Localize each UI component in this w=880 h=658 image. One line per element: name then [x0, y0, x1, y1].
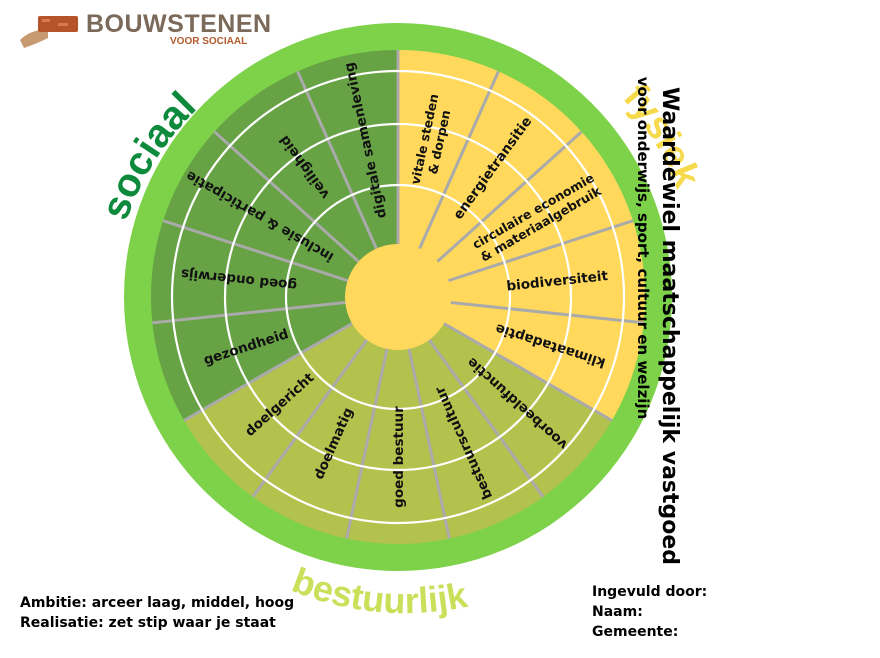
segment-divider	[443, 322, 613, 422]
segment-label-fysiek: vitale steden& dorpen	[408, 92, 457, 188]
form-fields: Ingevuld door: Naam: Gemeente:	[592, 582, 707, 642]
segment-divider	[213, 130, 360, 263]
ambitie-instruction: Ambitie: arceer laag, middel, hoog	[20, 595, 295, 611]
level-ring	[284, 183, 512, 411]
segment-divider	[436, 130, 583, 263]
segment-divider	[345, 348, 389, 539]
sector-fysiek	[398, 50, 645, 421]
logo-title: BOUWSTENEN	[86, 10, 272, 38]
segment-divider	[251, 338, 369, 498]
level-ring	[170, 69, 626, 525]
segment-divider	[407, 348, 451, 539]
ingevuld-door-label: Ingevuld door:	[592, 584, 708, 600]
logo: BOUWSTENEN VOOR SOCIAAL	[18, 8, 271, 52]
logo-subtitle: VOOR SOCIAAL	[170, 36, 248, 47]
level-rings	[170, 69, 626, 525]
realisatie-instruction: Realisatie: zet stip waar je staat	[20, 615, 276, 631]
naam-label: Naam:	[592, 604, 643, 620]
sector-sociaal	[150, 50, 398, 421]
segment-divider	[418, 70, 500, 250]
brick-hand-icon	[20, 16, 78, 48]
segment-divider	[450, 301, 644, 325]
segment-label-bestuurlijk: goed bestuur	[391, 406, 407, 508]
segment-divider	[427, 338, 545, 498]
segment-divider	[152, 301, 346, 325]
center-hub	[345, 244, 451, 350]
gemeente-label: Gemeente:	[592, 624, 679, 640]
segment-divider	[296, 70, 378, 250]
page-subtitle: voor onderwijs, sport, cultuur en welzij…	[634, 76, 652, 420]
segment-dividers	[152, 50, 644, 539]
instructions: Ambitie: arceer laag, middel, hoog Reali…	[20, 593, 294, 633]
segment-divider	[447, 219, 634, 283]
segment-divider	[183, 322, 353, 422]
segment-divider	[162, 219, 349, 283]
level-ring	[223, 122, 573, 472]
